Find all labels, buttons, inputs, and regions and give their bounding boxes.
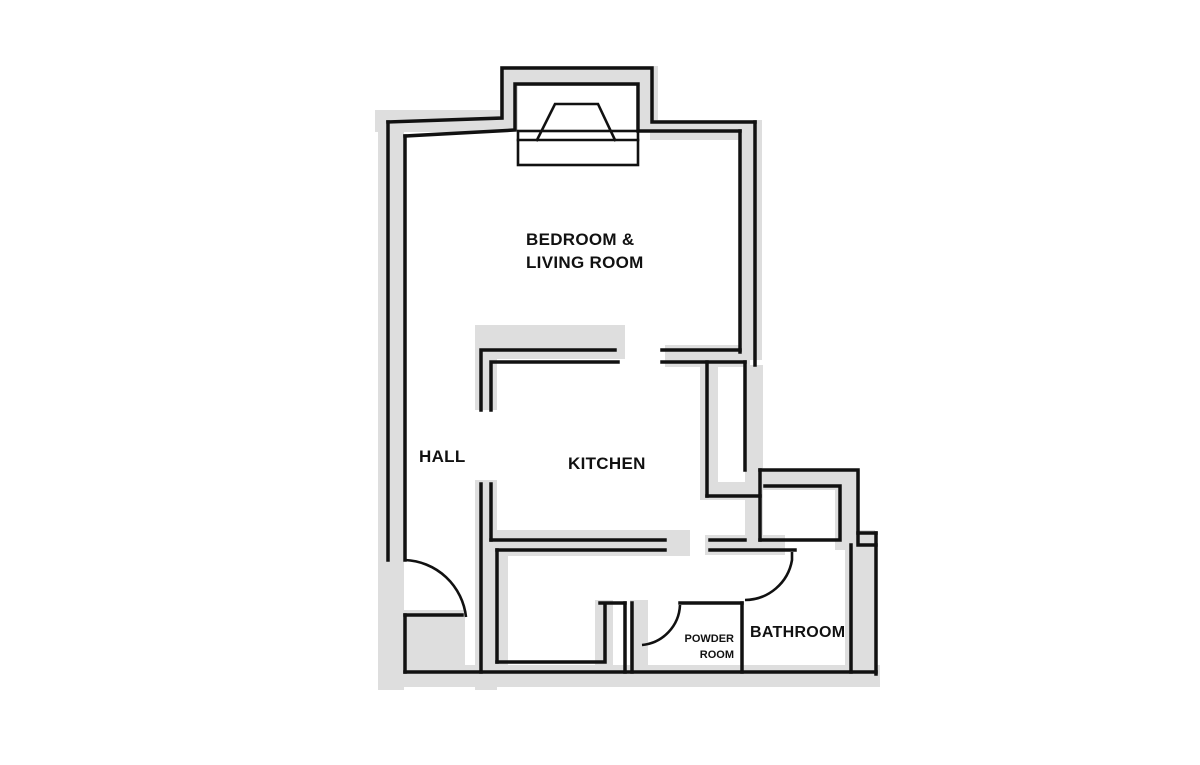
bath-door-swing — [744, 552, 794, 602]
room-label-kitchen: KITCHEN — [568, 454, 646, 473]
wall-shadows — [375, 66, 880, 690]
room-label-hall: HALL — [419, 447, 466, 466]
walls — [386, 66, 878, 676]
room-label-powder-room: POWDER ROOM — [684, 633, 735, 661]
entry-door-swing — [404, 558, 468, 618]
doors — [404, 552, 794, 647]
room-label-bathroom: BATHROOM — [750, 624, 846, 641]
room-label-bedroom-living: BEDROOM & LIVING ROOM — [526, 230, 644, 272]
powder-door-swing — [641, 604, 682, 647]
